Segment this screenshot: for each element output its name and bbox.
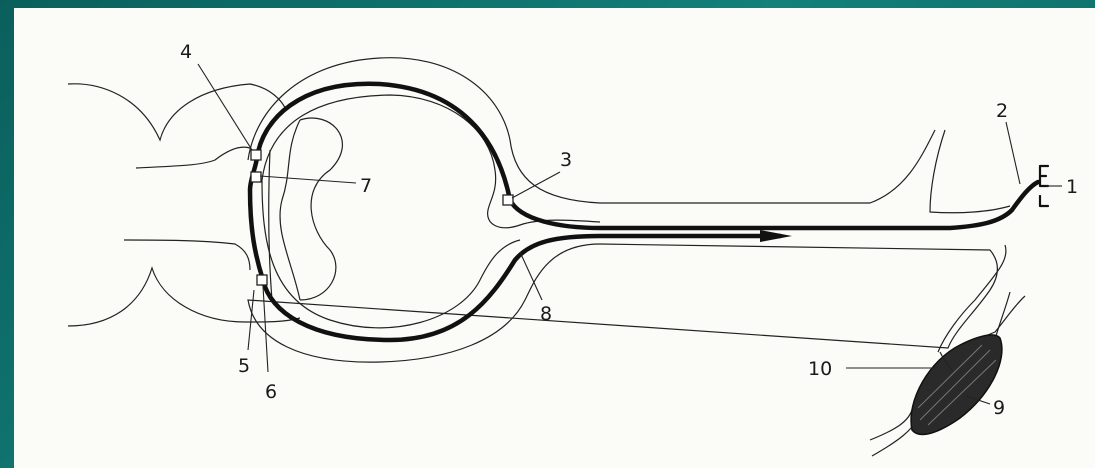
label-1: 1 (1066, 176, 1078, 198)
label-3: 3 (560, 149, 572, 171)
muscle-effector (870, 292, 1025, 456)
label-8: 8 (540, 303, 552, 325)
label-5: 5 (238, 355, 250, 377)
synapse-box-7 (251, 172, 261, 182)
synapse-box-4 (251, 150, 261, 160)
grey-matter-outline (280, 118, 342, 300)
impulse-arrow (760, 230, 792, 242)
reflex-arc-inner-outline (262, 95, 600, 328)
synapse-box-3 (503, 195, 513, 205)
label-7: 7 (360, 175, 372, 197)
label-4: 4 (180, 41, 192, 63)
label-6: 6 (265, 381, 277, 403)
label-9: 9 (993, 397, 1005, 419)
label-2: 2 (996, 100, 1008, 122)
reflex-arc-outer-outline (248, 58, 1010, 362)
motor-pathway (263, 236, 780, 340)
synapse-box-6 (257, 275, 267, 285)
label-10: 10 (808, 358, 832, 380)
muscle-belly (911, 335, 1002, 435)
